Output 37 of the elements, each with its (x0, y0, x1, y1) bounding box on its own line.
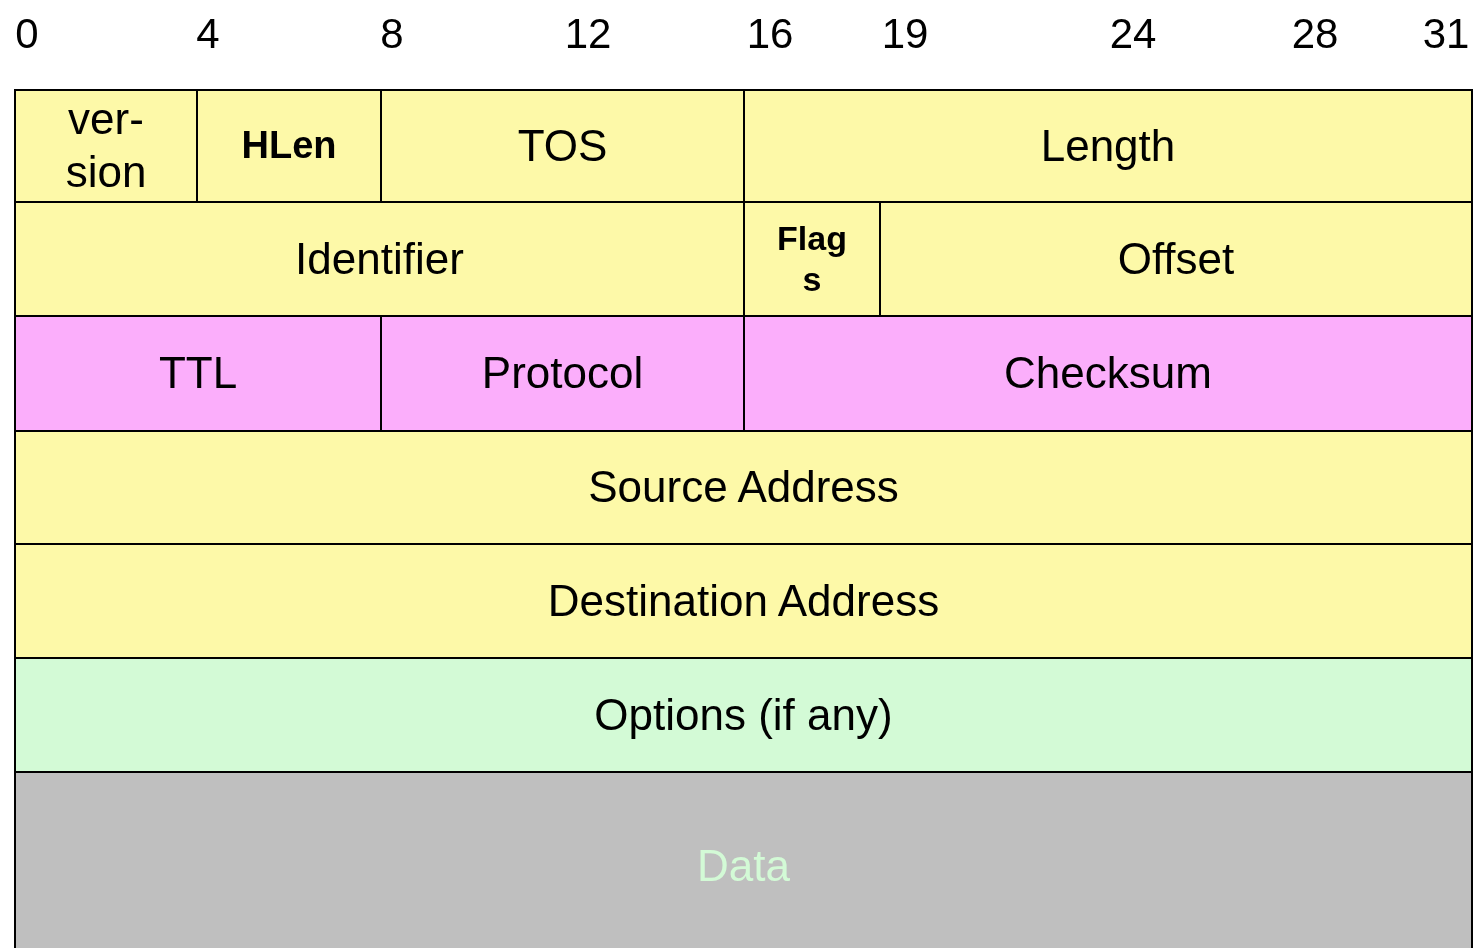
field-name: Checksum (1004, 347, 1212, 400)
bit-number: 19 (881, 10, 929, 58)
header-field (196, 89, 382, 203)
bit-number: 0 (15, 10, 39, 58)
bit-number: 24 (1109, 10, 1157, 58)
bit-number: 4 (196, 10, 220, 58)
field-name: ver- sion (64, 93, 148, 198)
field-name: Identifier (295, 232, 464, 285)
bit-number: 8 (380, 10, 404, 58)
header-field (14, 315, 382, 432)
field-name: TTL (158, 347, 238, 400)
field-name: HLen (241, 123, 337, 169)
header-field (14, 201, 745, 317)
header-field (14, 771, 1473, 948)
header-field (380, 315, 745, 432)
field-name: Options (if any) (594, 688, 893, 741)
field-name: Flag s (776, 218, 848, 300)
bit-number: 16 (746, 10, 794, 58)
header-field (743, 89, 1473, 203)
field-name: Source Address (588, 461, 899, 514)
header-field (14, 430, 1473, 545)
header-field (14, 657, 1473, 773)
bit-number: 31 (1422, 10, 1470, 58)
header-field (743, 315, 1473, 432)
bit-number: 28 (1291, 10, 1339, 58)
header-field (14, 89, 198, 203)
field-name: Protocol (481, 347, 644, 400)
header-field (14, 543, 1473, 659)
field-name: Length (1040, 119, 1176, 172)
field-name: Destination Address (547, 574, 940, 627)
field-name: Data (697, 840, 790, 893)
field-name: Offset (1117, 232, 1235, 285)
field-name: TOS (517, 119, 608, 172)
header-field (743, 201, 881, 317)
header-field (380, 89, 745, 203)
header-field (879, 201, 1473, 317)
bit-number: 12 (564, 10, 612, 58)
